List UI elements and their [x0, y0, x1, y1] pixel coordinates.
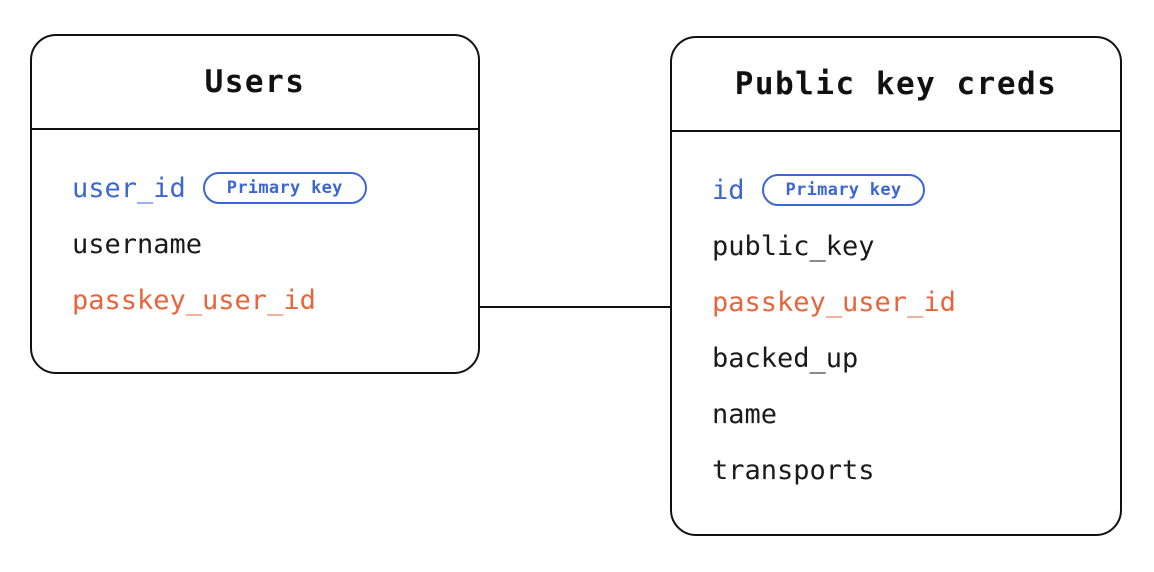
field-name: passkey_user_id — [72, 284, 316, 316]
entity-field-row[interactable]: public_key — [672, 218, 1120, 274]
field-name: id — [712, 174, 745, 206]
field-name: name — [712, 398, 778, 430]
field-name: backed_up — [712, 342, 859, 374]
entity-field-list-users: user_id Primary key username passkey_user_i… — [32, 130, 478, 328]
primary-key-badge: Primary key — [761, 174, 926, 206]
field-name: passkey_user_id — [712, 286, 956, 318]
entity-field-row[interactable]: transports — [672, 442, 1120, 498]
relationship-connector-users-to-creds — [479, 306, 671, 309]
entity-title: Users — [204, 63, 306, 100]
entity-header-public-key-creds: Public key creds — [672, 38, 1120, 132]
entity-header-users: Users — [32, 36, 478, 130]
entity-field-row[interactable]: id Primary key — [672, 162, 1120, 218]
entity-field-row[interactable]: passkey_user_id — [672, 274, 1120, 330]
primary-key-badge: Primary key — [202, 172, 367, 204]
entity-title: Public key creds — [734, 65, 1058, 102]
entity-field-row[interactable]: name — [672, 386, 1120, 442]
entity-field-row[interactable]: user_id Primary key — [32, 160, 478, 216]
field-name: transports — [712, 454, 875, 486]
field-name: user_id — [72, 172, 186, 204]
entity-card-users[interactable]: Users user_id Primary key username passkey_u… — [30, 34, 480, 374]
entity-field-row[interactable]: backed_up — [672, 330, 1120, 386]
primary-key-badge-label: Primary key — [785, 179, 902, 200]
field-name: public_key — [712, 230, 875, 262]
primary-key-badge-label: Primary key — [226, 177, 343, 198]
entity-field-row[interactable]: passkey_user_id — [32, 272, 478, 328]
entity-field-row[interactable]: username — [32, 216, 478, 272]
field-name: username — [72, 228, 203, 260]
